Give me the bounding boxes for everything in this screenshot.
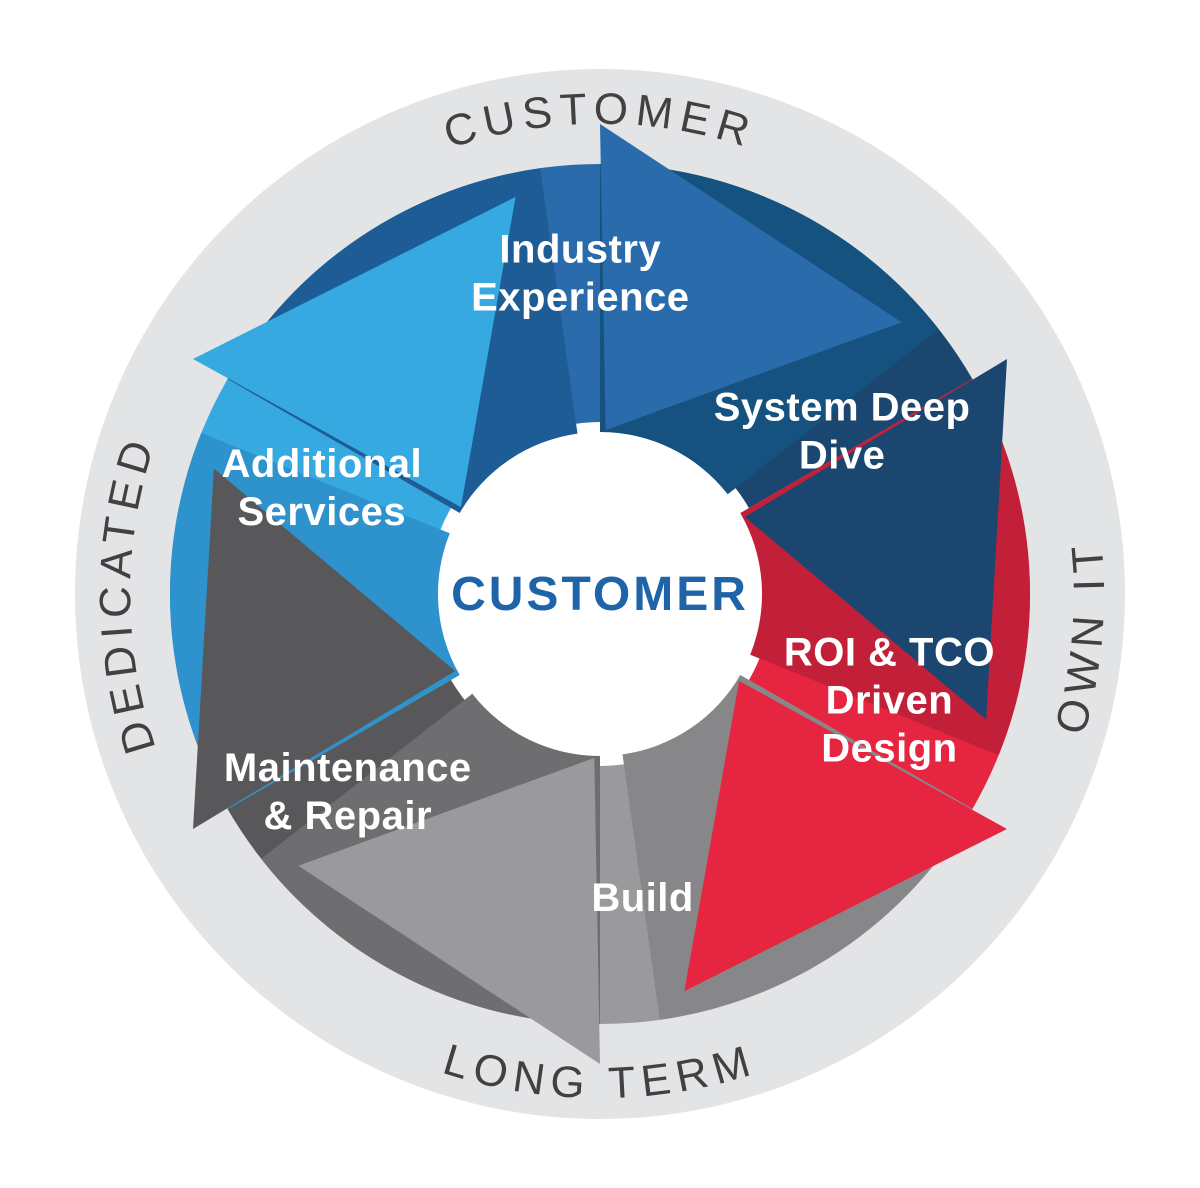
segment-roi-tco-driven-design-arrowhead <box>684 680 1007 992</box>
center-hub-label: CUSTOMER <box>451 568 749 621</box>
segment-system-deep-dive-label-line: Dive <box>799 434 886 478</box>
segment-additional-services-label-line: Additional <box>222 442 423 486</box>
segment-build-label-line: Build <box>591 876 693 920</box>
segment-industry-experience-label-line: Experience <box>471 276 689 320</box>
segment-arrowheads <box>193 124 1007 1064</box>
segment-maintenance-repair-label: Maintenance& Repair <box>224 746 472 838</box>
segment-maintenance-repair-label-line: Maintenance <box>224 746 472 790</box>
segment-maintenance-repair-label-line: & Repair <box>264 794 433 838</box>
segment-system-deep-dive-arrowhead <box>744 359 1007 720</box>
center-hub <box>428 422 772 766</box>
segment-system-deep-dive-label-line: System Deep <box>714 386 971 430</box>
segment-roi-tco-driven-design-label-line: Design <box>821 726 957 770</box>
segment-build-arrowhead <box>298 757 600 1064</box>
segment-additional-services-arrowhead <box>193 196 516 508</box>
segment-industry-experience-label-line: Industry <box>499 228 661 272</box>
segment-maintenance-repair-arrowhead <box>193 468 456 829</box>
segment-build-label: Build <box>591 876 693 920</box>
segment-roi-tco-driven-design-label-line: ROI & TCO <box>784 630 995 674</box>
segment-roi-tco-driven-design-label-line: Driven <box>826 678 954 722</box>
segment-industry-experience-arrowhead <box>600 124 902 431</box>
segment-additional-services-label-line: Services <box>238 490 407 534</box>
